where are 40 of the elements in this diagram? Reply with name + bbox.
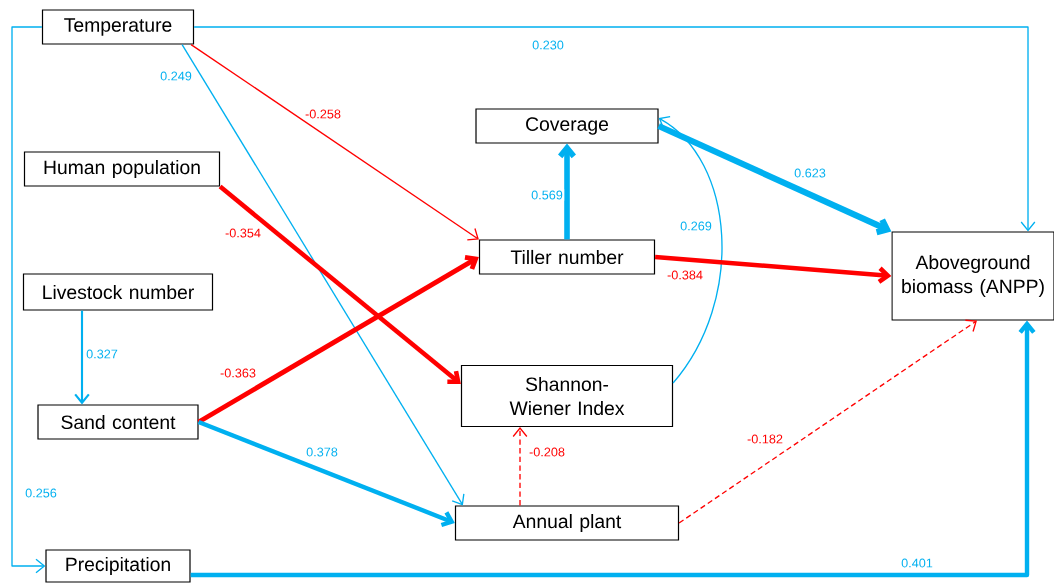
arrow (197, 419, 455, 528)
variable-box: Precipitation (45, 549, 191, 583)
variable-box: Annual plant (454, 505, 680, 541)
edge-label: -0.208 (527, 446, 567, 458)
edge-label: -0.258 (303, 108, 343, 120)
arrow (657, 123, 892, 236)
arrow (678, 319, 977, 524)
edge-label: 0.230 (530, 39, 566, 51)
edge-label: -0.384 (665, 269, 705, 281)
edge-label: 0.256 (23, 487, 59, 499)
arrow (658, 115, 723, 384)
arrow (654, 254, 892, 284)
arrow (512, 427, 528, 507)
edge-label: -0.354 (223, 227, 263, 239)
edge-label: 0.327 (84, 348, 120, 360)
variable-box: Sand content (37, 404, 199, 440)
arrow (190, 320, 1036, 578)
arrow (181, 43, 465, 506)
edge-label: 0.623 (792, 167, 828, 179)
edge-label: -0.363 (218, 367, 258, 379)
edge-label: 0.401 (899, 557, 935, 569)
edge-label: 0.569 (529, 189, 565, 201)
variable-box: Shannon-Wiener Index (460, 364, 674, 428)
edge-label: 0.249 (158, 70, 194, 82)
variable-box: Livestock number (22, 273, 214, 311)
arrow (558, 143, 576, 240)
variable-box: Human population (23, 151, 221, 187)
edge-label: 0.269 (678, 220, 714, 232)
variable-box: Temperature (41, 9, 195, 45)
arrow (11, 26, 46, 574)
edge-label: 0.378 (304, 446, 340, 458)
edge-label: -0.182 (745, 433, 785, 445)
arrow (74, 310, 90, 405)
arrow (193, 26, 1036, 232)
arrow (197, 254, 479, 425)
variable-box: Coverage (475, 108, 659, 144)
arrow (218, 184, 461, 384)
arrow (190, 43, 479, 241)
variable-box: Tiller number (478, 239, 656, 275)
variable-box: Aboveground biomass (ANPP) (891, 231, 1054, 321)
